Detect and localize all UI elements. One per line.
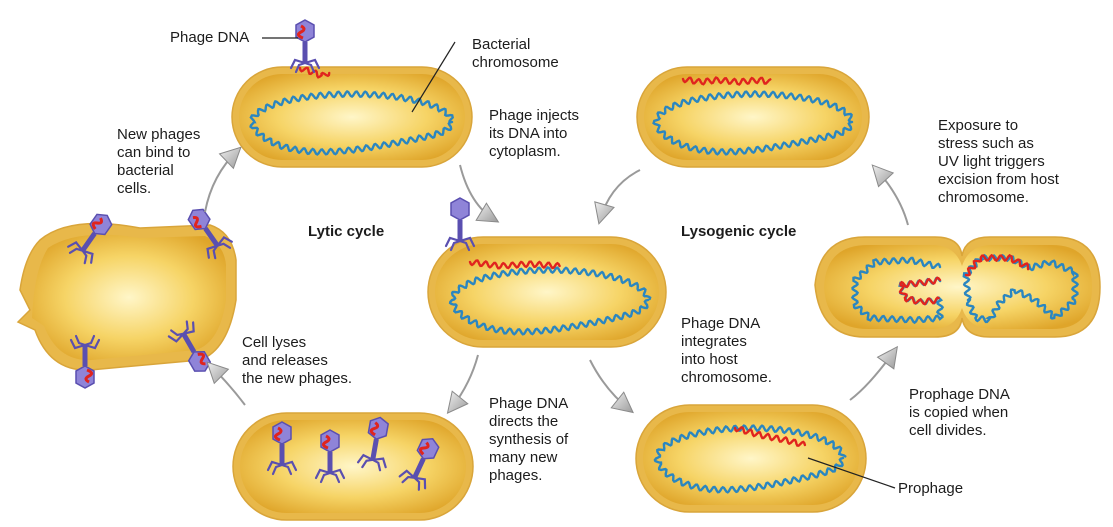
phage-tail: [411, 457, 426, 480]
phage-tail: [327, 452, 333, 474]
free-phage-dna: [468, 259, 561, 270]
phage-dna-packed: [296, 24, 306, 40]
phage-tail-fibers: [69, 334, 101, 350]
arrow-head: [475, 202, 500, 223]
new-phage: [266, 421, 298, 476]
phage-dna-packed: [273, 426, 283, 442]
phage-tail-fibers: [206, 236, 233, 260]
phage-dna-packed: [369, 421, 380, 437]
cytoplasm: [239, 74, 465, 160]
phage-injecting: [289, 19, 321, 74]
arrow-to-excision: [871, 164, 909, 226]
phage-tail-fibers: [444, 236, 476, 252]
label-exposure-stress: Exposure to stress such as UV light trig…: [938, 117, 1059, 206]
phage-tail: [180, 331, 197, 354]
cytoplasm: [32, 234, 226, 361]
phage-tail-fibers: [167, 320, 195, 343]
host-chromosome: [652, 89, 854, 156]
arrow-to-dividing: [849, 345, 898, 401]
phage-tail: [203, 227, 221, 248]
injected-phage-dna: [298, 66, 331, 79]
cytoplasm: [435, 244, 659, 340]
phage-head: [75, 365, 95, 389]
new-phage: [314, 429, 346, 484]
arrow-to-synthesis: [446, 354, 479, 414]
arrow-head: [206, 361, 230, 385]
arrow-to-injected-from-excision: [594, 169, 641, 225]
label-phage-dna-integrates: Phage DNA integrates into host chromosom…: [681, 315, 772, 386]
phage-tail-fibers: [314, 468, 346, 484]
bacterial-chromosome: [249, 90, 455, 156]
phage-tail: [82, 344, 88, 366]
phage-head: [272, 421, 292, 445]
label-bacterial-chromosome: Bacterial chromosome: [472, 36, 559, 71]
prophage-dna-right: [964, 253, 1030, 277]
cell-phage-synthesis: [232, 412, 474, 521]
label-prophage: Prophage: [898, 480, 964, 497]
host-chromosome: [653, 424, 847, 494]
phage-tail: [279, 444, 285, 466]
phage-tail-fibers: [266, 460, 298, 476]
phage-tail: [370, 438, 379, 462]
arrow-head: [610, 391, 634, 414]
phage-tail: [457, 220, 463, 242]
phage-tail-fibers: [398, 469, 427, 491]
phage-head: [89, 213, 113, 236]
phage-head: [450, 197, 470, 221]
arrow-to-prophage: [589, 359, 634, 414]
leader-bacterial-chromosome: [411, 41, 456, 113]
new-phage: [356, 416, 390, 472]
phage-dna-packed: [197, 352, 206, 366]
label-cell-lyses: Cell lyses and releases the new phages.: [242, 334, 353, 387]
phage-head: [295, 19, 315, 43]
excised-phage-dna: [681, 76, 772, 86]
phage-dna-packed: [84, 368, 94, 384]
phage-tail: [79, 232, 97, 253]
arrow-to-lysis: [206, 361, 246, 406]
phage-attached: [167, 320, 212, 372]
cytoplasm: [644, 74, 862, 160]
phage-head: [320, 429, 340, 453]
cytoplasm: [240, 420, 466, 513]
arrow-to-infection: [204, 146, 242, 213]
arrow-head: [876, 345, 898, 370]
arrow-head: [446, 390, 469, 414]
prophage-dna-left: [898, 276, 942, 306]
host-chromosome: [448, 266, 652, 336]
label-phage-dna-directs: Phage DNA directs the synthesis of many …: [489, 395, 569, 484]
label-lytic-cycle: Lytic cycle: [308, 223, 385, 240]
label-phage-dna: Phage DNA: [170, 29, 250, 46]
phage-tail: [302, 42, 308, 64]
label-lysogenic-cycle: Lysogenic cycle: [681, 223, 797, 240]
phage-empty: [444, 197, 476, 252]
label-prophage-copied: Prophage DNA is copied when cell divides…: [909, 386, 1010, 439]
phage-tail-fibers: [67, 241, 94, 265]
arrow-to-injected: [459, 164, 500, 223]
phage-dna-packed: [192, 215, 202, 229]
arrow-head: [218, 146, 242, 170]
label-phage-injects: Phage injects its DNA into cytoplasm.: [489, 107, 580, 160]
cell-excision: [636, 66, 870, 168]
new-phage: [398, 438, 440, 491]
arrow-head: [871, 164, 895, 188]
daughter-chromosome-right: [962, 253, 1080, 324]
phage-tail-fibers: [356, 453, 387, 472]
phage-attached: [67, 213, 113, 265]
phage-head: [187, 208, 211, 231]
prophage-dna: [733, 426, 807, 447]
phage-tail-fibers: [289, 58, 321, 74]
phage-dna-packed: [321, 434, 331, 450]
leader-prophage: [807, 457, 896, 489]
cell-lysed: [16, 222, 237, 371]
cell-dividing: [814, 236, 1101, 338]
phage-attached: [69, 334, 101, 389]
arrow-head: [594, 201, 615, 225]
phage-attached: [187, 208, 233, 260]
cell-prophage: [635, 404, 867, 513]
phage-dna-packed: [418, 441, 430, 456]
label-new-phages-bind: New phages can bind to bacterial cells.: [117, 126, 201, 197]
phage-dna-packed: [91, 217, 104, 230]
